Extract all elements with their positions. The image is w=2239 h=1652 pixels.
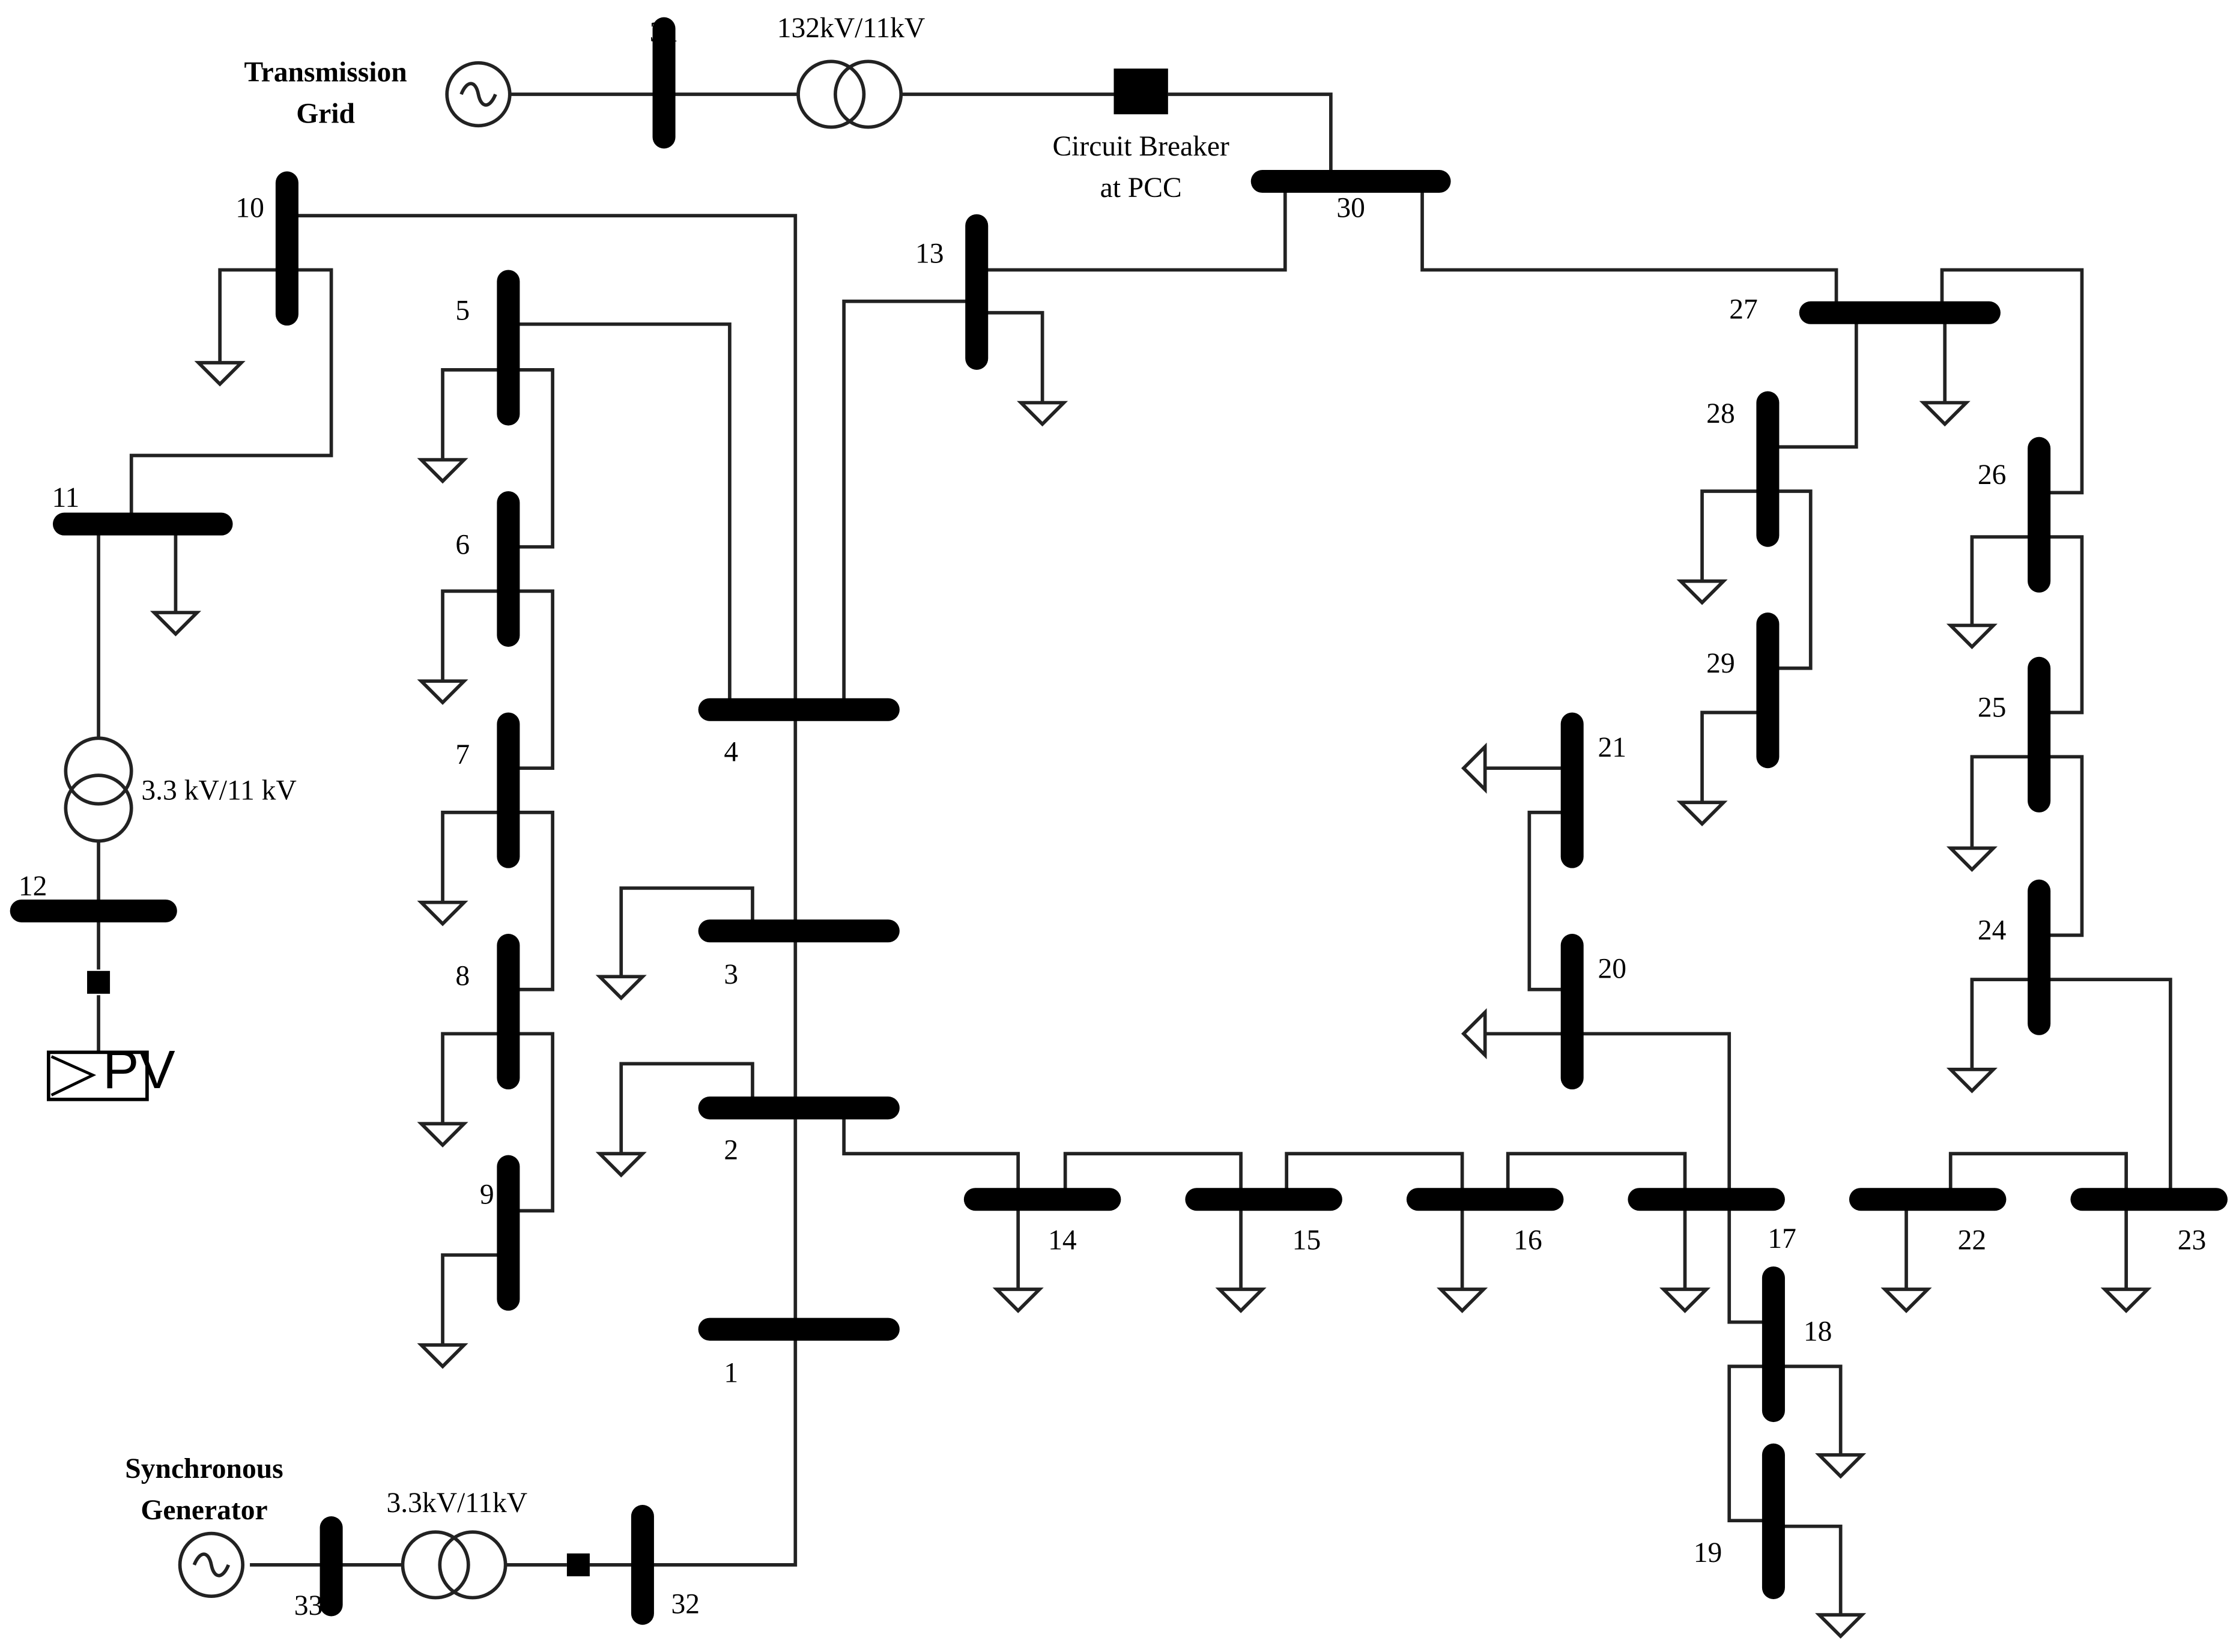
bus-label-16: 16 bbox=[1513, 1224, 1542, 1256]
bus-label-2: 2 bbox=[724, 1135, 738, 1166]
load-arrow-icon bbox=[150, 361, 2152, 1639]
transformer-icon bbox=[796, 59, 903, 129]
bus-label-4: 4 bbox=[724, 736, 738, 767]
bus-label-7: 7 bbox=[455, 739, 470, 770]
bus-label-13: 13 bbox=[915, 238, 944, 270]
bus-label-3: 3 bbox=[724, 959, 738, 990]
synchronous-generator-label-2: Generator bbox=[141, 1495, 267, 1526]
bus-label-9: 9 bbox=[480, 1179, 494, 1210]
pv-label: PV bbox=[103, 1039, 175, 1100]
bus-label-28: 28 bbox=[1706, 398, 1735, 429]
bus-label-21: 21 bbox=[1598, 732, 1626, 763]
bus-label-30: 30 bbox=[1336, 192, 1365, 223]
bus-label-1: 1 bbox=[724, 1358, 738, 1389]
pv-transformer-label: 3.3 kV/11 kV bbox=[141, 775, 296, 806]
bus-label-10: 10 bbox=[235, 192, 264, 223]
transmission-grid-label-1: Transmission bbox=[244, 57, 407, 88]
generator-transformer-icon bbox=[401, 1530, 507, 1600]
bus-label-33: 33 bbox=[294, 1590, 323, 1621]
bus-label-18: 18 bbox=[1804, 1316, 1832, 1348]
circuit-breaker-label-1: Circuit Breaker bbox=[1052, 131, 1229, 162]
bus-label-24: 24 bbox=[1978, 915, 2007, 946]
circuit-breaker-label-2: at PCC bbox=[1100, 172, 1182, 204]
pv-transformer-icon bbox=[64, 736, 133, 843]
network-lines bbox=[97, 92, 2172, 1567]
bus-label-15: 15 bbox=[1292, 1224, 1321, 1256]
bus-label-29: 29 bbox=[1706, 648, 1735, 679]
generator-source-icon bbox=[178, 1531, 245, 1599]
bus-label-12: 12 bbox=[19, 871, 47, 902]
synchronous-generator-label-1: Synchronous bbox=[125, 1453, 283, 1484]
transformer-132-11-label: 132kV/11kV bbox=[777, 13, 926, 44]
ac-source-icon bbox=[445, 61, 512, 128]
generator-breaker-icon bbox=[566, 1553, 590, 1576]
bus-label-26: 26 bbox=[1978, 459, 2007, 491]
bus-label-5: 5 bbox=[455, 295, 470, 327]
bus-label-14: 14 bbox=[1048, 1224, 1077, 1256]
circuit-breaker-icon bbox=[1113, 68, 1168, 115]
pv-inverter-icon bbox=[46, 1050, 149, 1101]
bus-bars bbox=[10, 17, 2228, 1625]
bus-label-31: 31 bbox=[650, 17, 679, 48]
bus-label-17: 17 bbox=[1768, 1223, 1796, 1254]
pv-breaker-icon bbox=[87, 970, 111, 994]
generator-transformer-label: 3.3kV/11kV bbox=[386, 1487, 527, 1519]
load-drops bbox=[174, 268, 2128, 1615]
bus-label-20: 20 bbox=[1598, 954, 1626, 985]
bus-label-25: 25 bbox=[1978, 692, 2007, 724]
bus-label-19: 19 bbox=[1694, 1537, 1722, 1569]
bus-number-labels: 1 2 3 4 5 6 7 8 9 10 11 12 13 14 15 16 1… bbox=[19, 17, 2206, 1621]
bus-label-23: 23 bbox=[2178, 1224, 2207, 1256]
bus-label-22: 22 bbox=[1958, 1224, 1987, 1256]
bus-label-32: 32 bbox=[671, 1589, 700, 1620]
transmission-grid-label-2: Grid bbox=[296, 98, 355, 130]
bus-label-27: 27 bbox=[1729, 294, 1758, 325]
bus-label-8: 8 bbox=[455, 961, 470, 992]
bus-label-11: 11 bbox=[52, 482, 79, 513]
bus-label-6: 6 bbox=[455, 530, 470, 561]
